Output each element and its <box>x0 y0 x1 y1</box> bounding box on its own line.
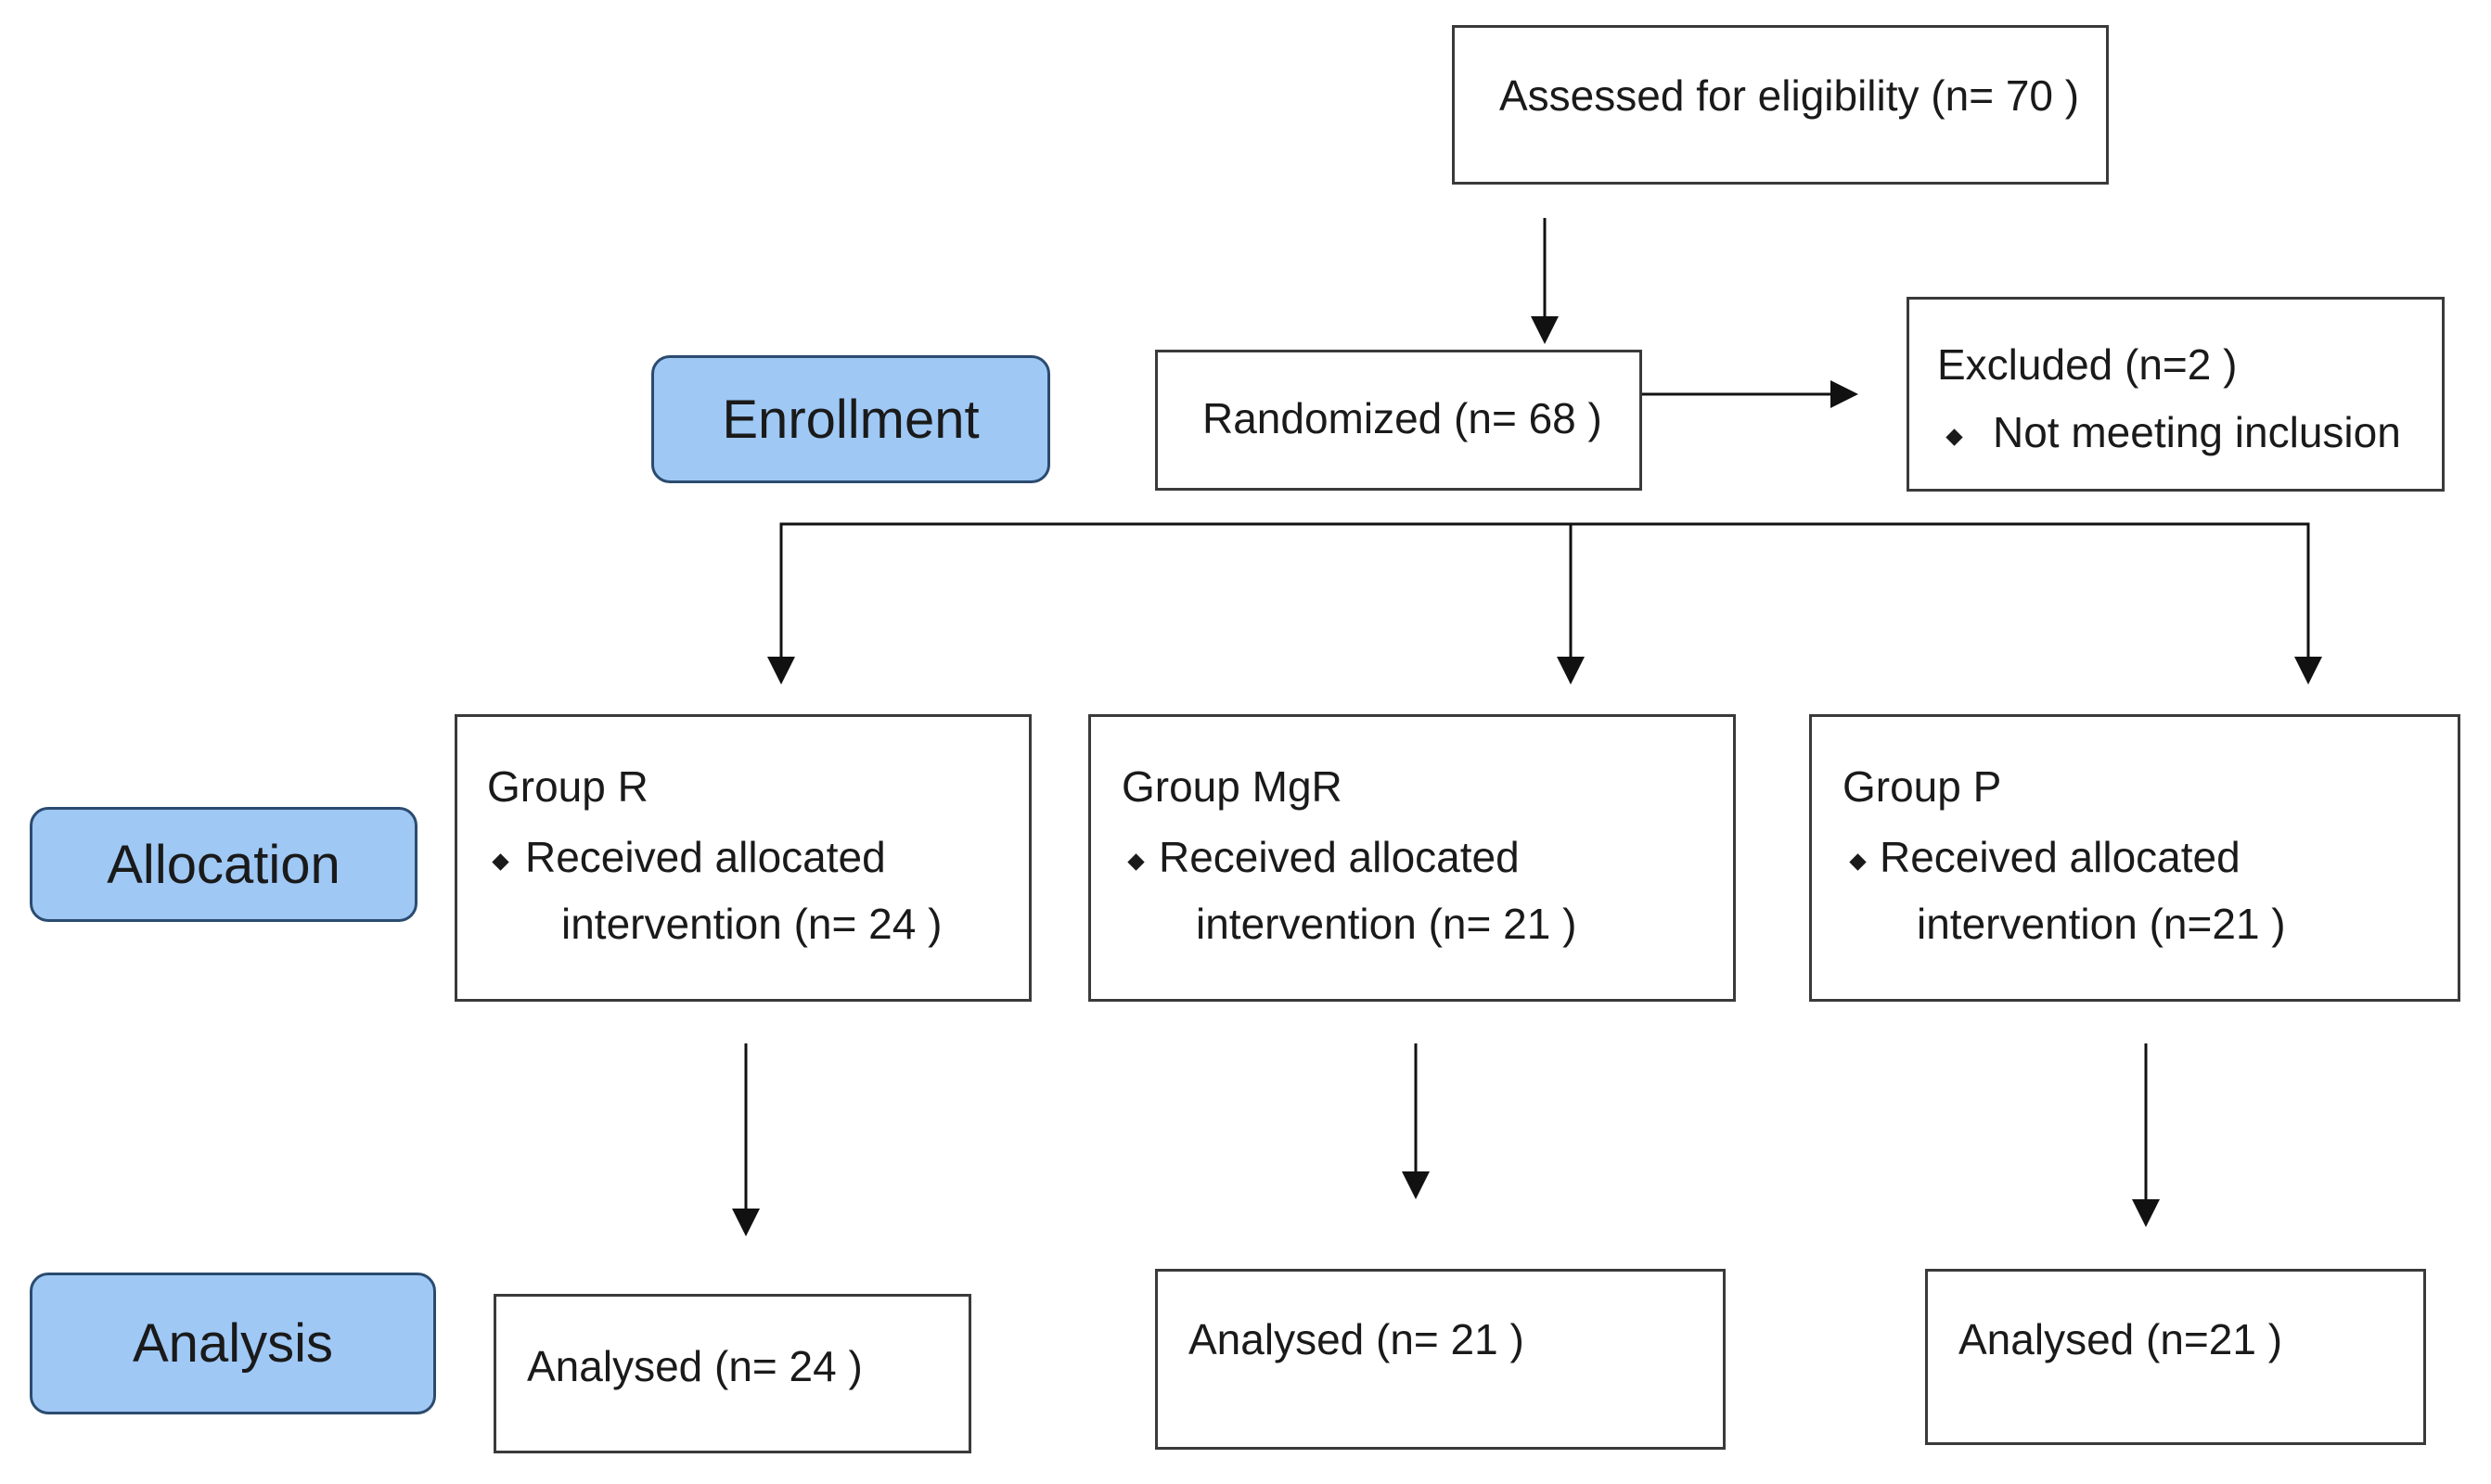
excluded-box: Excluded (n=2 ) Not meeting inclusion <box>1907 297 2445 492</box>
group-p-line1: Received allocated <box>1880 833 2241 881</box>
group-mgr-line1: Received allocated <box>1159 833 1520 881</box>
analysed-mgr-label: Analysed (n= 21 ) <box>1188 1315 1524 1363</box>
randomized-box: Randomized (n= 68 ) <box>1155 350 1642 491</box>
group-p-name: Group P <box>1843 762 2002 811</box>
stage-enrollment: Enrollment <box>651 355 1050 483</box>
analysed-p-label: Analysed (n=21 ) <box>1958 1315 2283 1363</box>
analysed-p-box: Analysed (n=21 ) <box>1925 1269 2426 1445</box>
group-mgr-box: Group MgR Received allocated interventio… <box>1088 714 1736 1002</box>
stage-allocation-label: Allocation <box>107 834 340 895</box>
stage-allocation: Allocation <box>30 807 417 922</box>
analysed-mgr-box: Analysed (n= 21 ) <box>1155 1269 1726 1450</box>
analysed-r-box: Analysed (n= 24 ) <box>494 1294 971 1453</box>
group-p-line2: intervention (n=21 ) <box>1917 900 2286 948</box>
group-r-name: Group R <box>487 762 648 811</box>
bullet-icon <box>1849 853 1867 871</box>
group-r-box: Group R Received allocated intervention … <box>455 714 1032 1002</box>
group-r-line1: Received allocated <box>525 833 886 881</box>
stage-analysis: Analysis <box>30 1273 436 1414</box>
analysed-r-label: Analysed (n= 24 ) <box>527 1342 863 1390</box>
stage-analysis-label: Analysis <box>133 1313 333 1374</box>
group-r-line2: intervention (n= 24 ) <box>561 900 943 948</box>
group-mgr-line2: intervention (n= 21 ) <box>1196 900 1577 948</box>
group-p-box: Group P Received allocated intervention … <box>1809 714 2460 1002</box>
randomized-label: Randomized (n= 68 ) <box>1202 394 1602 442</box>
bullet-icon <box>492 853 509 871</box>
bullet-icon <box>1127 853 1145 871</box>
stage-enrollment-label: Enrollment <box>722 389 980 450</box>
assessed-label: Assessed for eligibility (n= 70 ) <box>1499 71 2080 120</box>
bullet-icon <box>1945 429 1963 446</box>
excluded-title: Excluded (n=2 ) <box>1937 340 2238 389</box>
assessed-box: Assessed for eligibility (n= 70 ) <box>1452 25 2109 185</box>
group-mgr-name: Group MgR <box>1122 762 1342 811</box>
excluded-reason: Not meeting inclusion <box>1993 408 2401 456</box>
branch-line <box>779 522 2322 684</box>
